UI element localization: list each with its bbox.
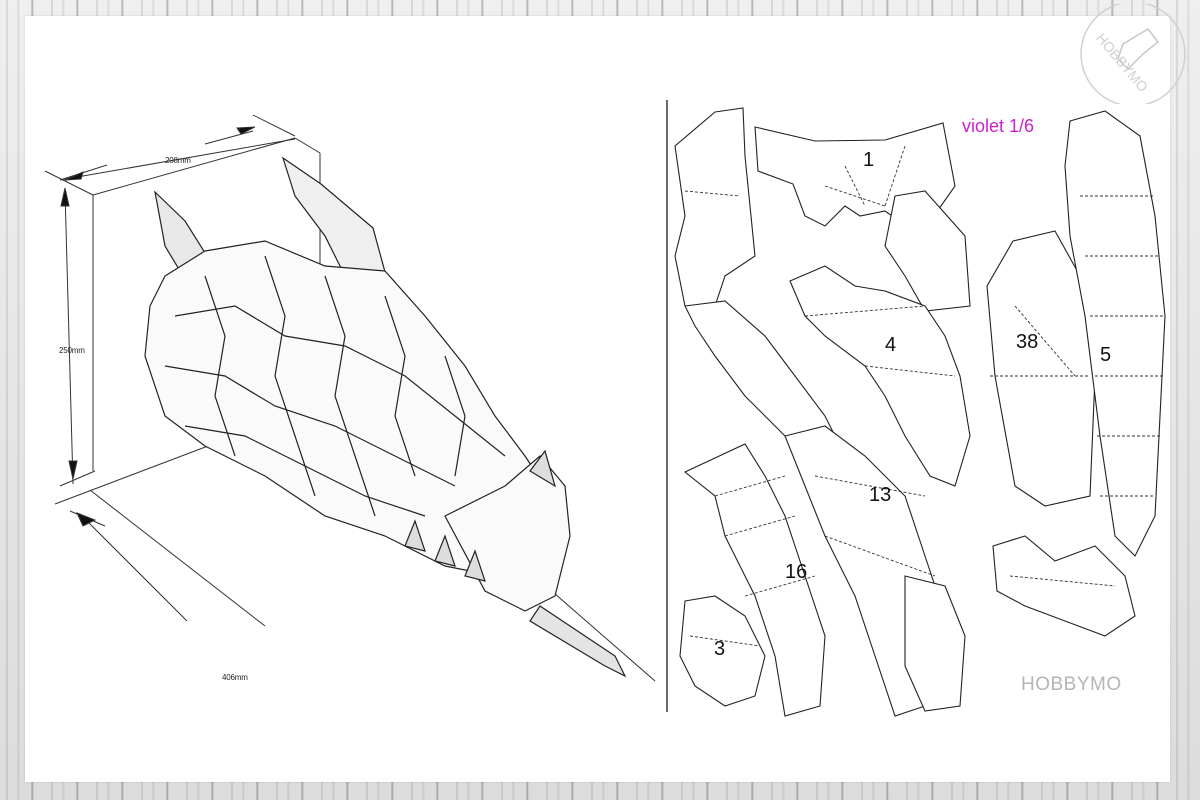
stamp-text: HOBBYMO — [1093, 30, 1151, 95]
origami-crane-icon — [1117, 28, 1160, 71]
piece-number-1: 1 — [863, 149, 875, 171]
width-dimension-label: 208mm — [165, 156, 191, 165]
piece-number-13: 13 — [869, 484, 892, 506]
depth-dimension-label: 406mm — [222, 673, 248, 682]
sheet-divider — [666, 100, 668, 712]
hobbymo-watermark: HOBBYMO — [1021, 674, 1122, 695]
dragon-3d-model-drawing — [44, 114, 656, 682]
piece-number-4: 4 — [885, 334, 897, 356]
piece-number-3: 3 — [714, 638, 726, 660]
height-dimension-label: 250mm — [59, 346, 85, 355]
hobbymo-stamp-logo: HOBBYMO — [1080, 4, 1186, 104]
unfolded-pattern-drawing — [674, 107, 1166, 717]
piece-number-38: 38 — [1016, 331, 1039, 353]
paper-sheet: 208mm 250mm 406mm — [25, 16, 1170, 782]
piece-number-5: 5 — [1100, 344, 1112, 366]
piece-number-16: 16 — [785, 561, 808, 583]
color-sheet-label: violet 1/6 — [962, 116, 1035, 136]
